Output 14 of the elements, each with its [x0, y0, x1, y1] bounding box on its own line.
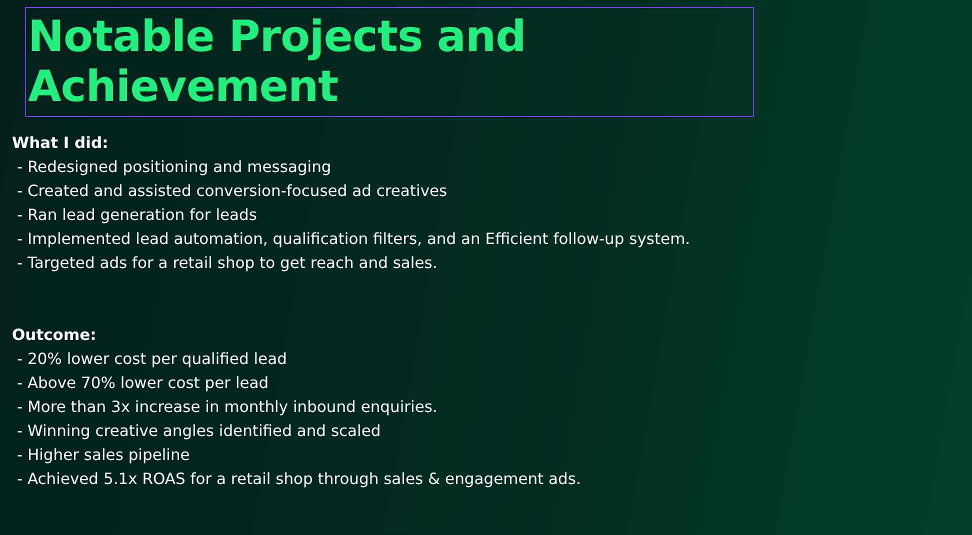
- bullet-text: - Above 70% lower cost per lead: [16, 373, 269, 394]
- section-heading: Outcome:: [12, 325, 96, 346]
- bullet-text: - Created and assisted conversion-focused ad creatives: [16, 181, 448, 202]
- bullet-text: - Winning creative angles identified and scaled: [16, 421, 381, 442]
- bullet-text: - Redesigned positioning and messaging: [16, 157, 332, 178]
- bullet-text: - Ran lead generation for leads: [16, 205, 257, 226]
- title: Notable Projects and Achievement: [25, 7, 754, 117]
- bullet-text: - Implemented lead automation, qualification filters, and an Efficient follow-up system.: [16, 229, 690, 250]
- bullet-text: - 20% lower cost per qualified lead: [16, 349, 287, 370]
- bullet-text: - Achieved 5.1x ROAS for a retail shop through sales & engagement ads.: [16, 469, 581, 490]
- bullet-text: - Higher sales pipeline: [16, 445, 190, 466]
- bullet-text: - More than 3x increase in monthly inbound enquiries.: [16, 397, 438, 418]
- section-heading: What I did:: [12, 133, 108, 154]
- bullet-text: - Targeted ads for a retail shop to get reach and sales.: [16, 253, 438, 274]
